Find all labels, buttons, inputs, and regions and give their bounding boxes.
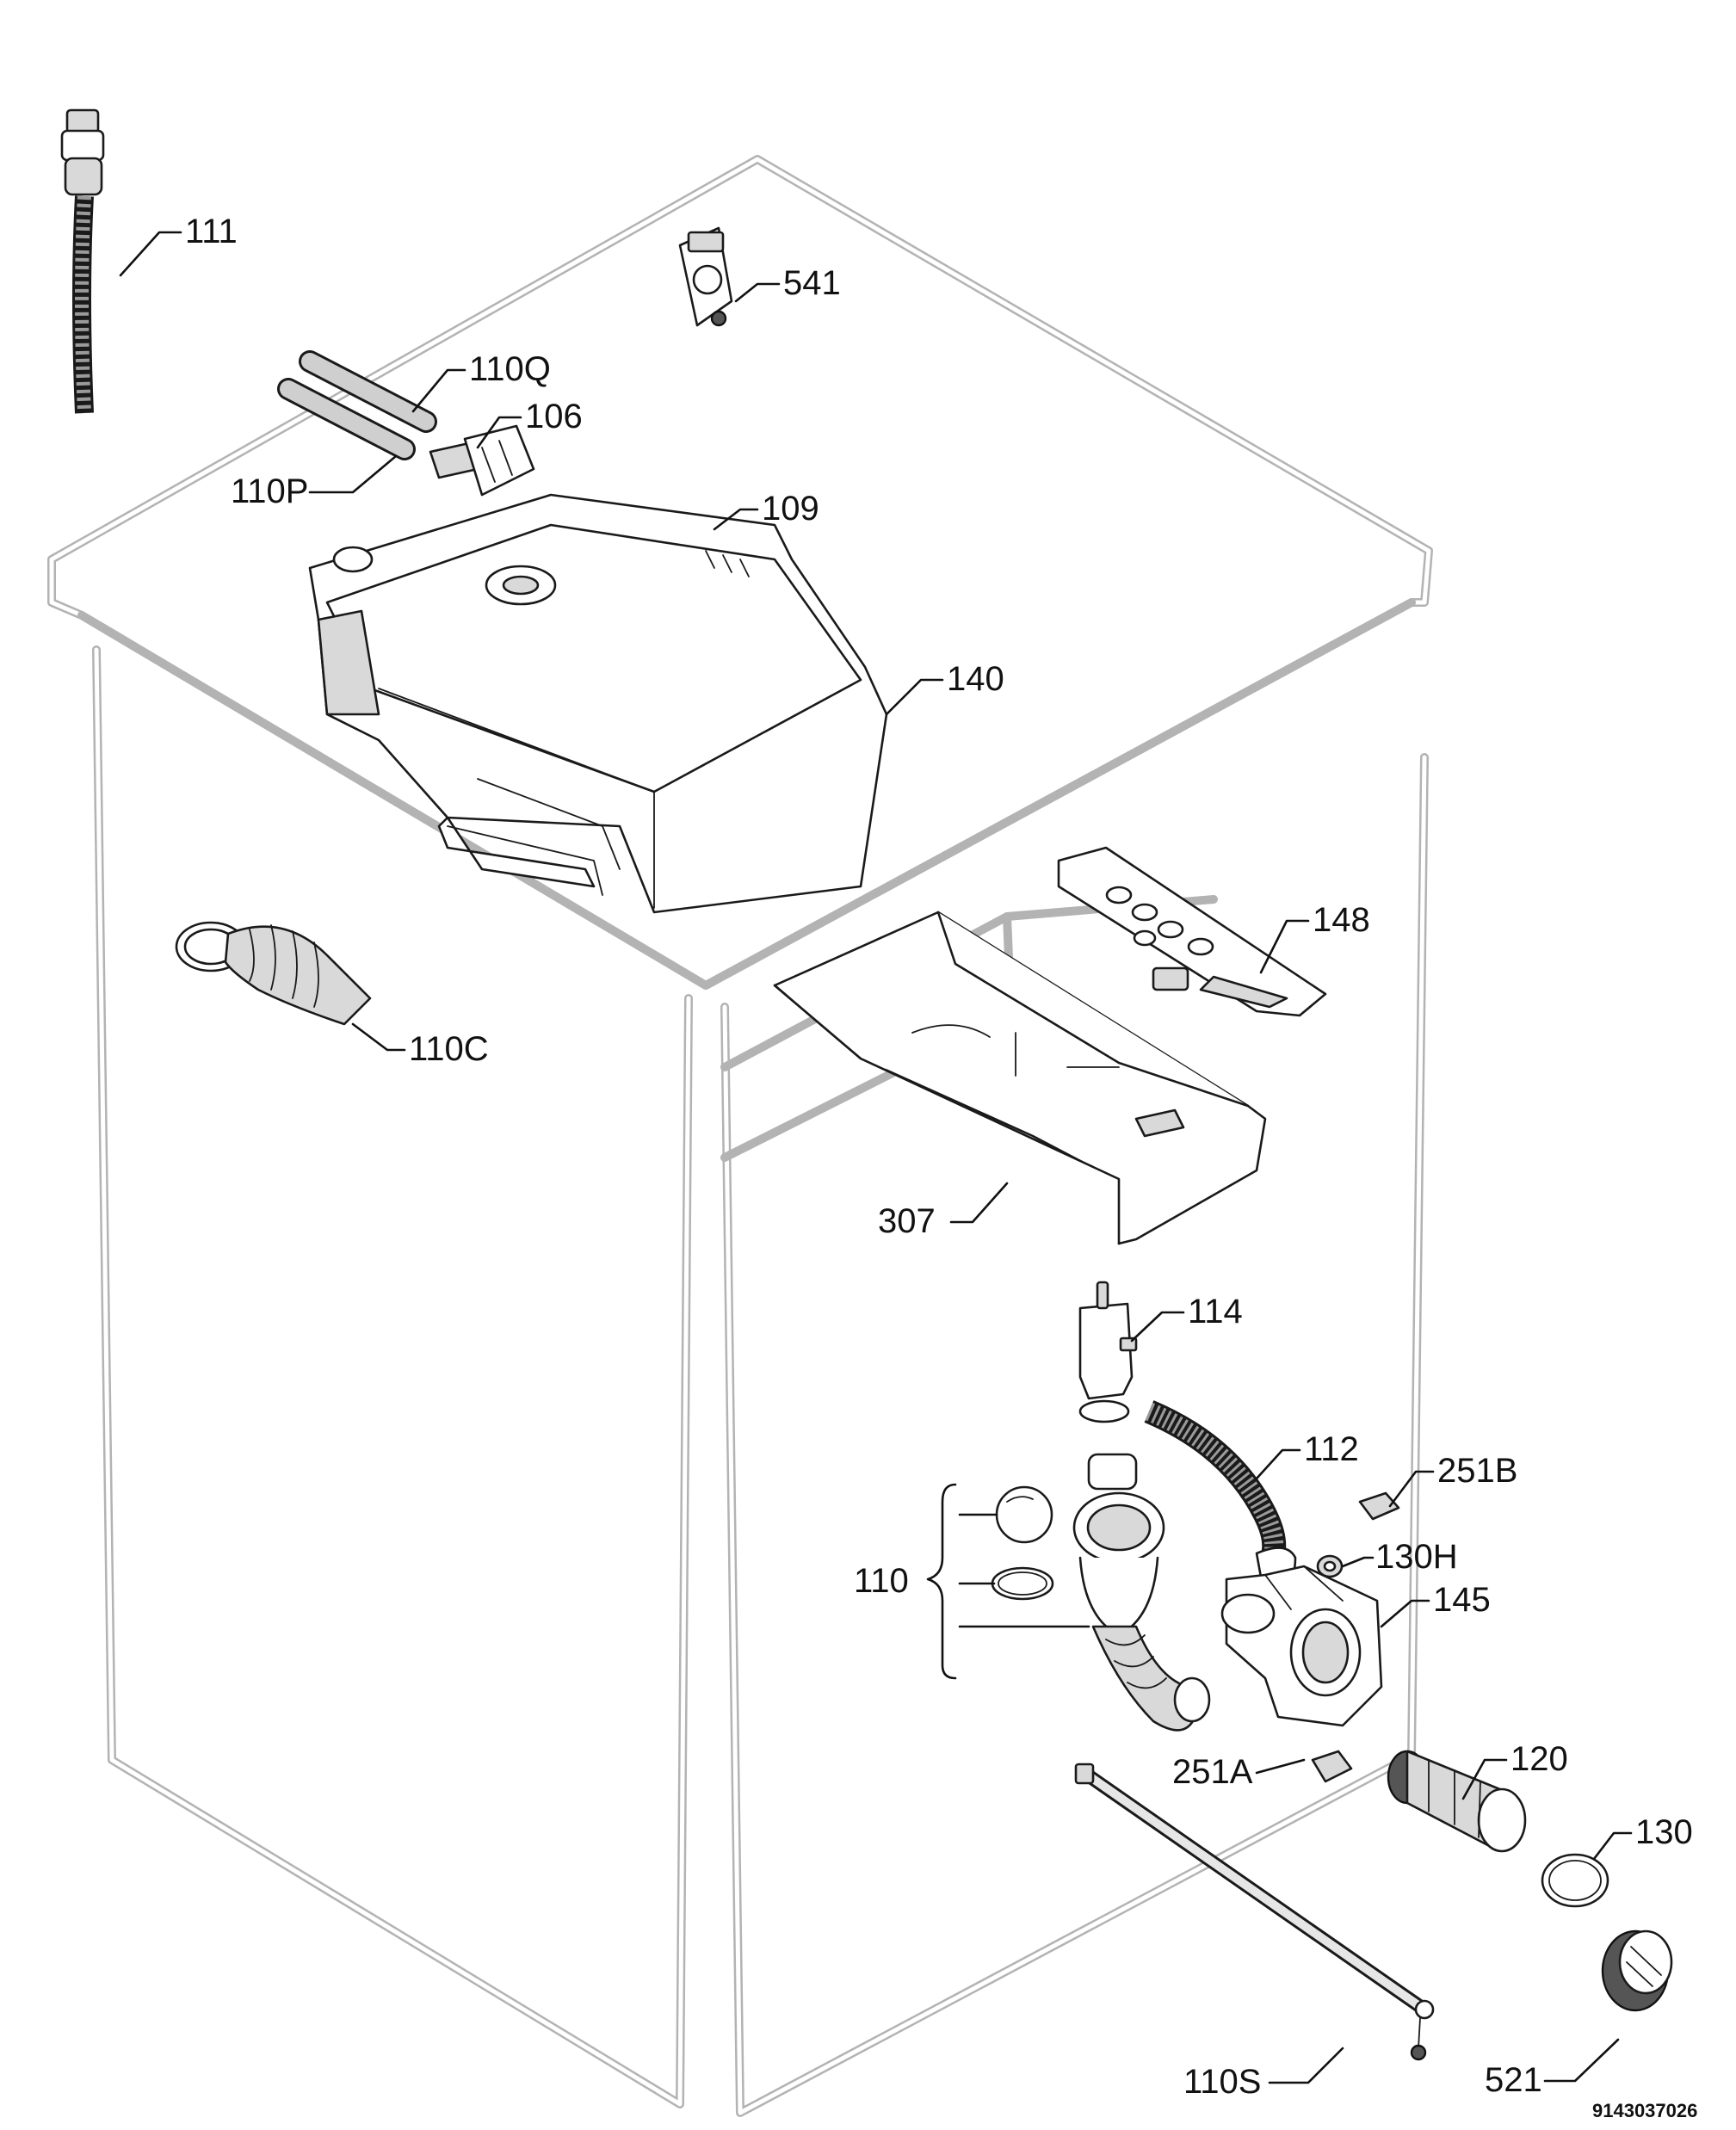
label-148: 148 bbox=[1313, 901, 1370, 939]
clip-part-251b bbox=[1358, 1491, 1400, 1521]
label-541: 541 bbox=[783, 264, 841, 302]
label-114: 114 bbox=[1188, 1293, 1243, 1330]
siphon-part-114 bbox=[1078, 1281, 1138, 1423]
label-251b: 251B bbox=[1437, 1452, 1517, 1490]
tubes-part-110q-110p bbox=[277, 350, 437, 460]
filter-knob-part-521 bbox=[1601, 1929, 1673, 2012]
dispenser-housing-part-109-140 bbox=[308, 493, 888, 914]
clip-part-251a bbox=[1311, 1750, 1353, 1783]
detergent-drawer-part-307 bbox=[773, 911, 1267, 1245]
seal-part-130h bbox=[1316, 1554, 1344, 1578]
label-106: 106 bbox=[525, 398, 583, 435]
washer-cabinet bbox=[47, 155, 1433, 2117]
document-number: 9143037026 bbox=[1592, 2100, 1697, 2121]
filter-part-120 bbox=[1387, 1750, 1527, 1853]
label-110s: 110S bbox=[1183, 2063, 1261, 2101]
callout-labels: 111 541 110Q 106 110P 109 140 148 110C 3… bbox=[185, 213, 1697, 2121]
label-120: 120 bbox=[1511, 1740, 1568, 1778]
label-140: 140 bbox=[947, 660, 1004, 698]
label-521: 521 bbox=[1485, 2061, 1542, 2099]
label-110: 110 bbox=[854, 1562, 909, 1600]
label-110p: 110P bbox=[231, 472, 308, 510]
leader-lines bbox=[119, 231, 1633, 2084]
label-112: 112 bbox=[1304, 1430, 1359, 1468]
label-110c: 110C bbox=[409, 1030, 489, 1068]
label-251a: 251A bbox=[1172, 1753, 1253, 1791]
o-ring-part-130 bbox=[1541, 1853, 1609, 1908]
label-111: 111 bbox=[185, 213, 238, 250]
label-110q: 110Q bbox=[469, 350, 551, 388]
retaining-ring-part bbox=[991, 1566, 1054, 1601]
valve-part-106 bbox=[429, 424, 535, 497]
sump-part-110 bbox=[1072, 1453, 1211, 1732]
label-109: 109 bbox=[762, 490, 819, 528]
bellows-hose-part-110c bbox=[175, 921, 372, 1026]
label-130: 130 bbox=[1635, 1813, 1693, 1851]
pump-housing-part-145 bbox=[1220, 1565, 1383, 1727]
inlet-hose-part-111 bbox=[60, 108, 105, 414]
drain-rod-part-110s bbox=[1074, 1763, 1435, 2061]
label-307: 307 bbox=[878, 1202, 936, 1240]
label-145: 145 bbox=[1433, 1581, 1491, 1619]
ball-valve-part bbox=[995, 1485, 1053, 1544]
clip-part-541 bbox=[678, 226, 733, 327]
dispenser-cover-part-148 bbox=[1057, 846, 1327, 1017]
label-130h: 130H bbox=[1375, 1538, 1458, 1576]
